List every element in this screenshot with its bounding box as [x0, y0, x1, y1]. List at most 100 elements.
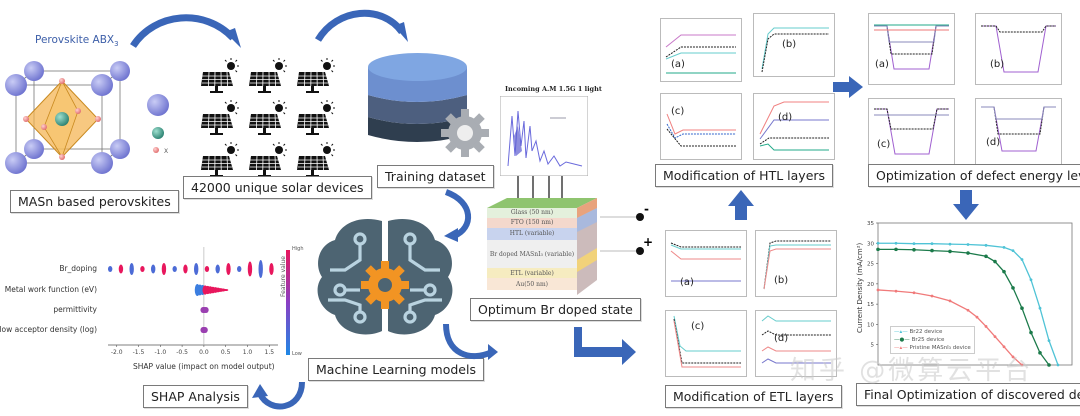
jv-series-line [878, 242, 1059, 366]
shap-dot [107, 266, 113, 272]
jv-data-point [984, 325, 988, 328]
shap-dot [172, 266, 177, 272]
gear-icon [441, 109, 489, 157]
shap-dot [203, 307, 209, 313]
jv-series-line [878, 248, 1050, 366]
device-stack-icon [487, 198, 597, 295]
shap-dot [129, 263, 134, 275]
defect-label: Optimization of defect energy level [868, 164, 1080, 187]
jv-data-point [912, 242, 916, 246]
svg-text:X: X [164, 148, 168, 155]
shap-dot [237, 266, 242, 272]
legend-item: —▴— Br22 device [894, 329, 943, 335]
solar-devices-section: 42000 unique solar devices [183, 50, 372, 215]
solar-devices-label: 42000 unique solar devices [183, 176, 372, 199]
layer-htl: HTL (variable) [509, 230, 555, 237]
jv-data-point [1011, 286, 1015, 290]
jv-y-tick-label: 10 [867, 322, 874, 328]
shap-x-tick-label: -2.0 [111, 349, 123, 356]
flow-arrow-6 [574, 327, 636, 365]
etl-plot-a: (a) [665, 230, 747, 297]
shap-xlabel: SHAP value (impact on model output) [133, 362, 275, 371]
jv-y-tick-label: 20 [867, 282, 874, 288]
jv-data-point [948, 249, 952, 254]
ml-label: Machine Learning models [308, 358, 484, 381]
shap-x-tick-label: 1.0 [243, 349, 253, 356]
defect-section: (a) (b) (c) (d) Optimization of defect e… [865, 8, 1080, 188]
incoming-light-title: Incoming A.M 1.5G 1 light [505, 85, 602, 93]
shap-x-tick-label: 0.0 [199, 349, 209, 356]
jv-data-point [930, 242, 934, 246]
shap-dot [183, 264, 188, 274]
shap-dot [161, 263, 167, 275]
shap-dot [204, 266, 210, 272]
shap-dot [140, 266, 145, 272]
solar-panel-icon [249, 142, 287, 177]
jv-data-point [1020, 258, 1024, 261]
shap-dot [202, 327, 208, 333]
layer-au: Au(50 nm) [516, 281, 548, 288]
jv-data-point [876, 247, 880, 252]
shap-dot [118, 264, 124, 274]
shap-x-tick-label: -1.5 [133, 349, 145, 356]
shap-feature-labels: Br_doping Metal work function (eV) permi… [0, 235, 97, 345]
perovskite-label: MASn based perovskites [10, 190, 179, 213]
flow-arrow-4 [252, 381, 305, 410]
training-dataset-section: Training dataset [365, 45, 495, 195]
shap-x-tick-label: 1.5 [265, 349, 275, 356]
jv-y-tick-label: 30 [867, 241, 874, 247]
flow-arrow-5 [443, 323, 498, 360]
jv-data-point [930, 248, 934, 253]
jv-data-point [894, 289, 898, 293]
layer-etl: ETL (variable) [510, 270, 554, 277]
defect-plot-d: (d) [975, 98, 1062, 165]
solar-panel-icon [249, 100, 287, 135]
etl-label: Modification of ETL layers [665, 385, 842, 408]
jv-data-point [894, 241, 898, 245]
jv-data-point [1020, 363, 1024, 367]
flow-arrow-3 [444, 189, 472, 242]
jv-data-point [930, 294, 934, 298]
database-icon [368, 53, 489, 157]
legend-item: —●— Br25 device [894, 337, 945, 343]
jv-data-point [1047, 363, 1051, 367]
final-label: Final Optimization of discovered device [856, 383, 1080, 406]
jv-data-point [984, 243, 988, 247]
jv-y-tick-label: 25 [867, 262, 874, 268]
shap-dot [215, 264, 220, 274]
shap-feature-label: Metal work function (eV) [4, 285, 97, 294]
flow-arrow-7 [833, 76, 863, 98]
optimum-label: Optimum Br doped state [470, 298, 641, 321]
jv-data-point [966, 308, 970, 312]
flow-arrow-2 [314, 9, 408, 42]
colorbar-high: High [292, 246, 304, 252]
htl-plot-d: (d) [753, 93, 835, 160]
etl-section: (a) (b) (c) (d) Modification of ETL laye… [655, 225, 850, 415]
shap-dot [223, 289, 229, 291]
defect-plot-c: (c) [868, 98, 955, 165]
shap-section: Br_doping Metal work function (eV) permi… [0, 235, 304, 416]
jv-data-point [975, 315, 979, 319]
jv-data-point [876, 288, 880, 292]
flow-arrow-9 [728, 190, 754, 220]
jv-data-point [1038, 351, 1042, 355]
solar-panel-icon [201, 58, 239, 93]
solar-panel-icon [201, 142, 239, 177]
shap-dot [150, 264, 156, 274]
solar-panel-icon [249, 58, 287, 93]
etl-plot-c: (c) [665, 310, 747, 377]
solar-panel-icon [201, 100, 239, 135]
perovskite-title: Perovskite ABX3 [35, 34, 119, 49]
shap-colorbar [286, 250, 290, 355]
shap-x-tick-label: -1.0 [154, 349, 166, 356]
shap-dot [193, 263, 199, 275]
jv-data-point [894, 247, 898, 252]
shap-feature-label: shallow acceptor density (log) [0, 325, 97, 334]
brain-circuit-icon [317, 219, 453, 335]
shap-x-tick-label: 0.5 [221, 349, 231, 356]
jv-data-point [984, 254, 988, 259]
am15-spectrum-plot [500, 96, 588, 176]
jv-data-point [1002, 269, 1006, 274]
jv-data-point [912, 247, 916, 252]
